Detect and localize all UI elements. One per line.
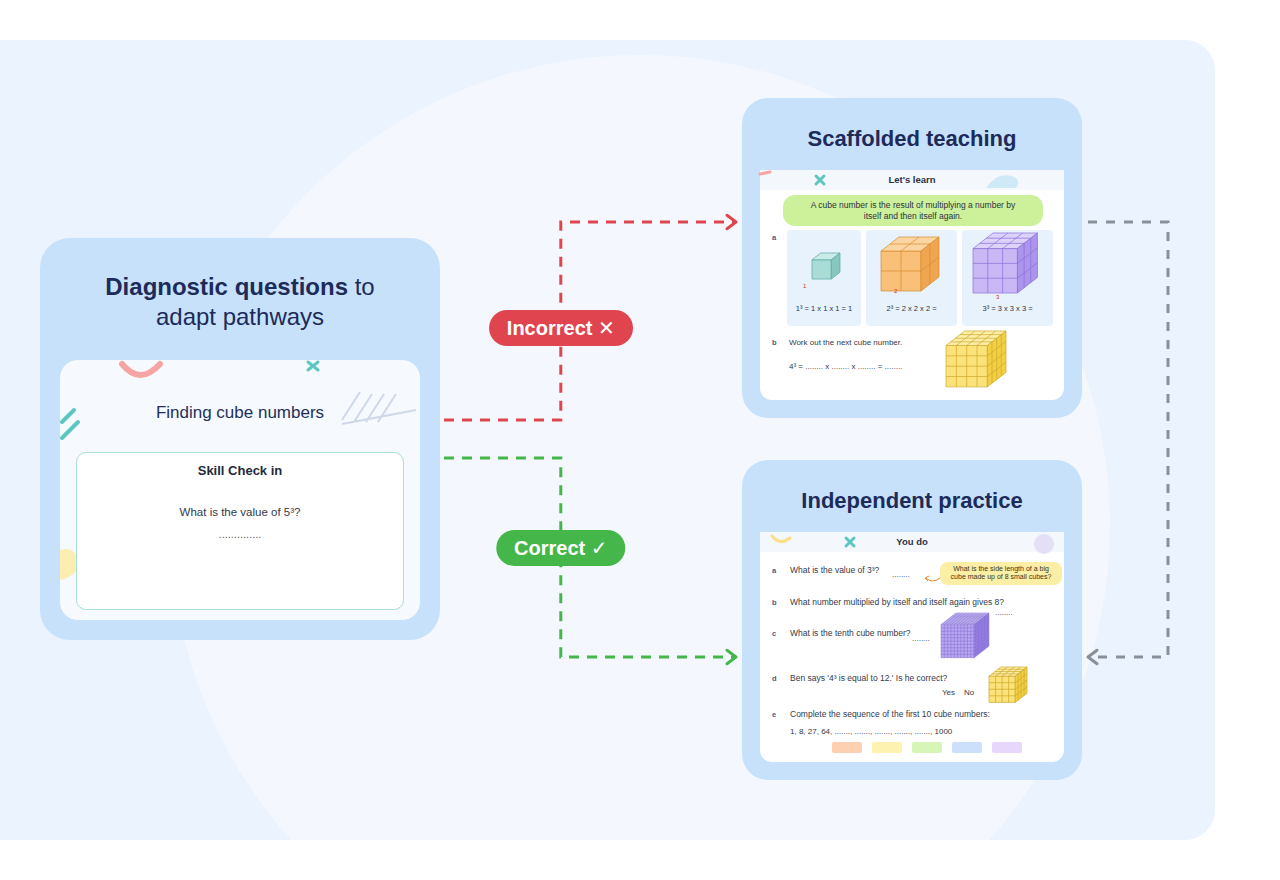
cube-panel: 1³ = 1 x 1 x 1 = 1: [787, 230, 861, 326]
return-path: [1088, 222, 1168, 657]
node-heading: 3³ = 3 x 3 x 3 =: [964, 304, 1051, 313]
cube-panel: 3³ = 3 x 3 x 3 =: [962, 230, 1053, 326]
worksheet: You do What is the side length of a big c…: [760, 532, 1064, 762]
node-text: What is the value of 5³?: [87, 505, 393, 519]
skill-check-box: Skill Check in What is the value of 5³?..…: [76, 452, 404, 610]
node-heading: 1³ = 1 x 1 x 1 = 1: [789, 304, 859, 313]
edge-label: Correct ✓: [496, 530, 625, 566]
node-heading: 2³ = 2 x 2 x 2 =: [868, 304, 955, 313]
worksheet: Let's learn A cube number is the result o…: [760, 170, 1064, 400]
cube-4-illustration: [988, 666, 1028, 704]
node-heading: A cube number is the result of multiplyi…: [801, 200, 1025, 221]
hint-callout: What is the side length of a big cube ma…: [940, 562, 1062, 585]
node-heading: Finding cube numbers: [70, 402, 410, 423]
cube-1-illustration: [811, 252, 841, 282]
node-heading: Let's learn: [760, 174, 1064, 186]
cube-10-illustration: [940, 612, 990, 660]
incorrect-path: [444, 222, 736, 420]
diagnostic-card: Diagnostic questionsto adapt pathways Fi…: [40, 238, 440, 640]
edge-label: Incorrect ✕: [489, 310, 633, 346]
node-heading: Skill Check in: [87, 463, 393, 479]
cube-panel: 2³ = 2 x 2 x 2 =: [866, 230, 957, 326]
scaffolded-card: Scaffolded teaching Let's learn A cube nu…: [742, 98, 1082, 418]
node-heading: You do: [760, 536, 1064, 548]
node-heading: Diagnostic questions: [105, 273, 348, 300]
cube-2-illustration: [880, 236, 940, 292]
node-heading: What is the side length of a big cube ma…: [945, 565, 1057, 582]
cube-4-illustration: [945, 330, 1007, 392]
node-text: ..............: [87, 528, 393, 542]
cube-3-illustration: [972, 232, 1042, 294]
question-card: Finding cube numbersSkill Check in What i…: [60, 360, 420, 620]
practice-card: Independent practice You do What is the s…: [742, 460, 1082, 780]
definition-banner: A cube number is the result of multiplyi…: [783, 195, 1043, 226]
node-heading: Independent practice: [752, 487, 1072, 515]
node-heading: Scaffolded teaching: [752, 125, 1072, 153]
correct-path: [444, 458, 736, 657]
